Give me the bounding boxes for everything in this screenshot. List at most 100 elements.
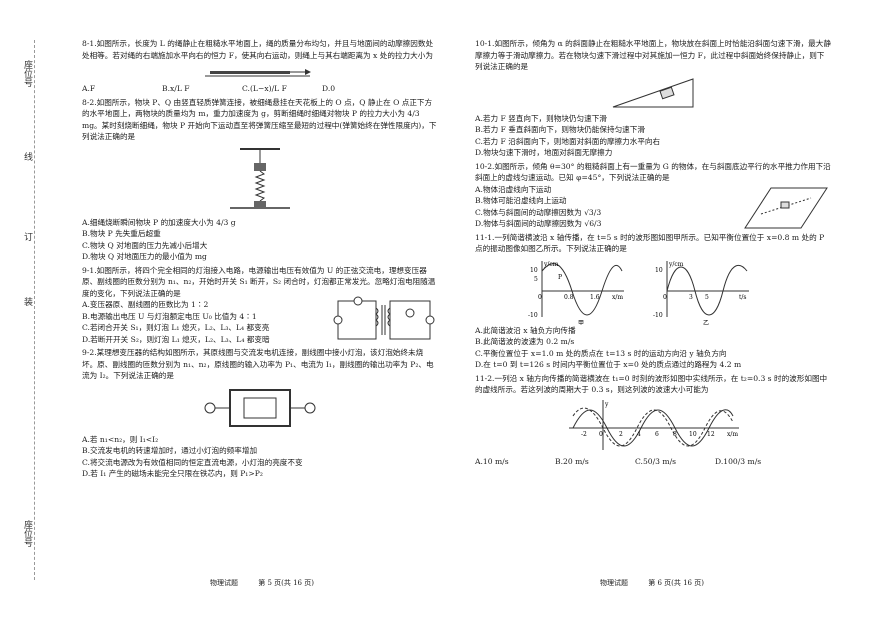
option-d[interactable]: D.物块匀速下滑时，地面对斜面无摩擦力: [475, 148, 613, 157]
option-d[interactable]: D.若断开开关 S₂，则灯泡 L₁ 熄灭，L₂、L₃、L₄ 都变暗: [82, 334, 270, 344]
margin-tick: 装: [24, 298, 34, 308]
graph-c-xtick: 6: [655, 431, 659, 438]
graph-c-xtick: 8: [673, 431, 677, 438]
option-d[interactable]: D.0: [322, 84, 336, 93]
graph-a-ylabel: y/cm: [543, 261, 559, 268]
graph-a-caption: 甲: [578, 320, 584, 325]
question-text: 10-2.如图所示，倾角 θ=30° 的粗糙斜面上有一重量为 G 的物体，在与斜…: [475, 161, 831, 183]
question-9-2: 9-2.某理想变压器的结构如图所示，其原线圈与交流发电机连接，副线圈中接小灯泡，…: [82, 347, 438, 480]
margin-tick: 订: [24, 233, 34, 243]
graph-b-ytick: 10: [655, 267, 663, 274]
binding-line: [34, 40, 35, 580]
option-d[interactable]: D.若 I₁ 产生的磁场未能完全只限在铁芯内，则 P₁>P₂: [82, 469, 263, 478]
question-10-2: 10-2.如图所示，倾角 θ=30° 的粗糙斜面上有一重量为 G 的物体，在与斜…: [475, 161, 831, 230]
transformer-circuit-figure: [333, 296, 435, 340]
option-a[interactable]: A.物体沿虚线向下运动: [475, 184, 552, 194]
graph-a-xlabel: x/m: [612, 294, 623, 301]
graph-a-ytick: 10: [530, 267, 538, 274]
options: A.F B.x/L F C.(L−x)/L F D.0: [82, 83, 438, 95]
question-11-2: 11-2.一列沿 x 轴方向传播的简谐横波在 t₁=0 时刻的波形如图中实线所示…: [475, 373, 831, 468]
left-footer: 物理试题 第 5 页(共 16 页): [210, 578, 332, 588]
question-10-1: 10-1.如图所示，倾角为 α 的斜面静止在粗糙水平地面上，物块放在斜面上时恰能…: [475, 38, 831, 159]
option-d[interactable]: D.在 t=0 到 t=126 s 时间内平衡位置位于 x=0 处的质点通过的路…: [475, 360, 742, 369]
option-a[interactable]: A.10 m/s: [475, 456, 509, 466]
right-footer: 物理试题 第 6 页(共 16 页): [600, 578, 722, 588]
spring-figure: [230, 147, 290, 209]
wave-graph-a: y/cm x/m 10 5 -10 0 0.8 1.6 P 甲: [528, 260, 624, 325]
graph-a-xtick: 0.8: [564, 294, 574, 301]
graph-c-xtick: 2: [619, 431, 623, 438]
question-text: 11-1.一列简谐横波沿 x 轴传播，在 t=5 s 时的波形图如图甲所示。已知…: [475, 232, 825, 254]
transformer-figure: [204, 388, 316, 427]
left-column: 8-1.如图所示，长度为 L 的绳静止在粗糙水平地面上，绳的质量分布均匀，并且与…: [82, 38, 438, 482]
option-c[interactable]: C.物块 Q 对地面的压力先减小后增大: [82, 240, 208, 250]
option-b[interactable]: B.x/L F: [162, 84, 190, 93]
graph-c-xtick: 12: [707, 431, 715, 438]
option-a[interactable]: A.若 n₁<n₂，则 I₁<I₂: [82, 434, 159, 444]
graph-a-xtick: 0: [538, 294, 542, 301]
question-text: 9-1.如图所示，将四个完全相同的灯泡接入电路，电源输出电压有效值为 U 的正弦…: [82, 265, 436, 298]
graph-b-caption: 乙: [703, 320, 709, 325]
graph-c-xtick: 4: [637, 431, 641, 438]
graph-c-xlabel: x/m: [727, 431, 738, 438]
graph-c-ylabel: y: [604, 401, 609, 408]
option-a[interactable]: A.变压器原、副线圈的匝数比为 1∶2: [82, 300, 209, 309]
option-d[interactable]: D.物体与斜面间的动摩擦因数为 √6/3: [475, 219, 602, 228]
graph-b-ylabel: y/cm: [668, 261, 684, 268]
slope-figure: [744, 187, 828, 228]
question-8-1: 8-1.如图所示，长度为 L 的绳静止在粗糙水平地面上，绳的质量分布均匀，并且与…: [82, 38, 438, 95]
rope-figure: [205, 69, 311, 77]
option-c[interactable]: C.物体与斜面间的动摩擦因数为 √3/3: [475, 207, 602, 217]
graph-a-ytick: 5: [534, 276, 538, 283]
footer-subject: 物理试题: [210, 579, 238, 587]
question-text: 9-2.某理想变压器的结构如图所示，其原线圈与交流发电机连接，副线圈中接小灯泡，…: [82, 348, 434, 380]
graph-c-xtick: 10: [689, 431, 697, 438]
option-b[interactable]: B.若力 F 垂直斜面向下，则物块仍能保持匀速下滑: [475, 125, 645, 134]
footer-subject: 物理试题: [600, 579, 628, 587]
option-b[interactable]: B.物块 P 先失重后超重: [82, 229, 161, 238]
option-b[interactable]: B.交流发电机的转速增加时，通过小灯泡的频率增加: [82, 446, 258, 455]
option-b[interactable]: B.此简谐波的波速为 0.2 m/s: [475, 337, 575, 346]
question-8-2: 8-2.如图所示，物块 P、Q 由竖直轻质弹簧连接，被细绳悬挂在天花板上的 O …: [82, 97, 438, 263]
question-text: 8-1.如图所示，长度为 L 的绳静止在粗糙水平地面上，绳的质量分布均匀，并且与…: [82, 39, 434, 60]
option-a[interactable]: A.F: [82, 84, 96, 93]
option-c[interactable]: C.(L−x)/L F: [242, 84, 287, 93]
option-c[interactable]: C.50/3 m/s: [635, 456, 677, 466]
wave-graph-c: y x/m -2 0 2 4 6 8 10 12: [569, 399, 739, 450]
option-d[interactable]: D.100/3 m/s: [715, 456, 762, 466]
option-a[interactable]: A.此简谐波沿 x 轴负方向传播: [475, 325, 576, 335]
footer-page: 第 5 页(共 16 页): [258, 579, 314, 587]
question-text: 10-1.如图所示，倾角为 α 的斜面静止在粗糙水平地面上，物块放在斜面上时恰能…: [475, 39, 831, 71]
graph-b-xlabel: t/s: [739, 294, 747, 301]
margin-label: 座位号: [22, 520, 32, 547]
graph-a-ytick: -10: [528, 312, 538, 319]
graph-a-point: P: [558, 274, 562, 281]
graph-b-xtick: 0: [663, 294, 667, 301]
wave-graph-b: y/cm t/s 10 -10 0 3 5 乙: [653, 260, 749, 325]
graph-b-ytick: -10: [653, 312, 663, 319]
option-a[interactable]: A.细绳烧断瞬间物块 P 的加速度大小为 4/3 g: [82, 217, 236, 227]
graph-a-xtick: 1.6: [590, 294, 600, 301]
option-c[interactable]: C.若闭合开关 S₁，则灯泡 L₁ 熄灭，L₂、L₃、L₄ 都变亮: [82, 323, 270, 332]
option-c[interactable]: C.将交流电源改为有效值相同的恒定直流电源，小灯泡的亮度不变: [82, 457, 303, 467]
graph-b-xtick: 3: [689, 294, 693, 301]
footer-page: 第 6 页(共 16 页): [648, 579, 704, 587]
margin-tick: 线: [24, 153, 34, 163]
option-c[interactable]: C.平衡位置位于 x=1.0 m 处的质点在 t=13 s 时的运动方向沿 y …: [475, 348, 727, 358]
question-9-1: 9-1.如图所示，将四个完全相同的灯泡接入电路，电源输出电压有效值为 U 的正弦…: [82, 265, 438, 346]
right-column: 10-1.如图所示，倾角为 α 的斜面静止在粗糙水平地面上，物块放在斜面上时恰能…: [475, 38, 831, 469]
graph-c-xtick: -2: [581, 431, 587, 438]
question-11-1: 11-1.一列简谐横波沿 x 轴传播，在 t=5 s 时的波形图如图甲所示。已知…: [475, 232, 831, 371]
option-a[interactable]: A.若力 F 竖直向下，则物块仍匀速下滑: [475, 113, 607, 123]
option-b[interactable]: B.20 m/s: [555, 456, 589, 466]
binding-margin: 座位号 座位号 线 订 装: [0, 0, 40, 619]
option-b[interactable]: B.电源输出电压 U 与灯泡额定电压 U₀ 比值为 4∶1: [82, 311, 257, 321]
option-b[interactable]: B.物体可能沿虚线向上运动: [475, 196, 567, 205]
question-text: 11-2.一列沿 x 轴方向传播的简谐横波在 t₁=0 时刻的波形如图中实线所示…: [475, 373, 828, 395]
option-d[interactable]: D.物块 Q 对地面压力的最小值为 mg: [82, 252, 207, 261]
option-c[interactable]: C.若力 F 沿斜面向下，则地面对斜面的摩擦力水平向右: [475, 136, 661, 146]
incline-figure: [612, 77, 694, 107]
graph-c-xtick: 0: [599, 431, 603, 438]
question-text: 8-2.如图所示，物块 P、Q 由竖直轻质弹簧连接，被细绳悬挂在天花板上的 O …: [82, 97, 437, 142]
options: A.10 m/s B.20 m/s C.50/3 m/s D.100/3 m/s: [475, 456, 831, 468]
